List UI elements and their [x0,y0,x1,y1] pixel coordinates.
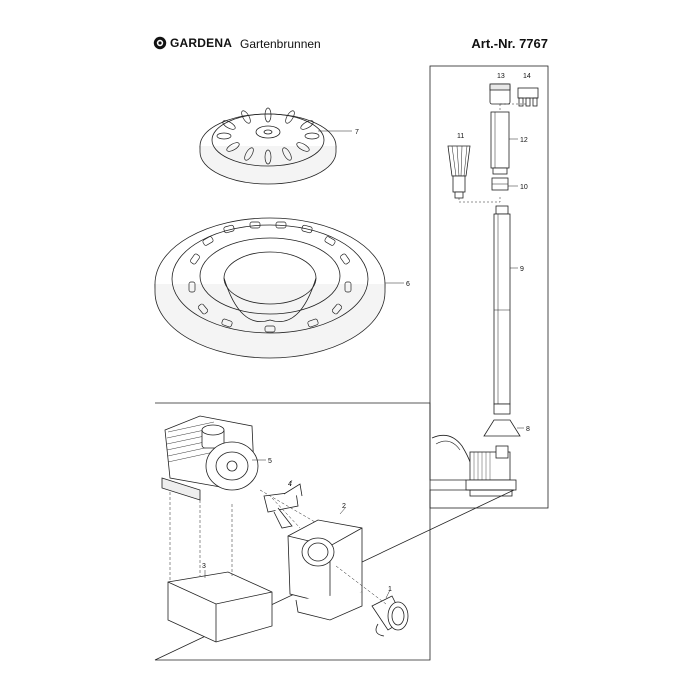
foam-filter [167,571,273,643]
part-label-5: 5 [268,458,272,465]
part-label-9: 9 [520,266,524,273]
brand: GARDENA [153,36,232,50]
part-label-2: 2 [342,503,346,510]
fountain-head [447,145,471,199]
part-label-8: 8 [526,426,530,433]
cone-adapter [483,419,521,437]
part-label-1: 1 [388,586,392,593]
filter-housing [287,519,363,621]
basin-ring [154,217,404,359]
impeller [263,479,303,529]
extension-tube [490,111,510,175]
connector-parts [517,87,539,107]
tube-assembly-frame [429,65,549,509]
coupling [491,177,509,191]
part-label-13: 13 [497,73,505,80]
part-label-4: 4 [288,481,292,488]
riser-tube [493,205,511,415]
product-name: Gartenbrunnen [240,37,321,51]
pump-assembled [431,434,517,497]
part-label-14: 14 [523,73,531,80]
part-label-7: 7 [355,129,359,136]
part-label-3: 3 [202,563,206,570]
part-label-11: 11 [457,133,464,140]
part-label-12: 12 [520,137,528,144]
intake-nozzle [371,595,409,637]
gardena-logo-icon [153,36,167,50]
pump-motor [161,415,259,501]
brand-name: GARDENA [170,36,233,50]
grating-disc [199,107,352,185]
pump-exploded-frame [154,402,515,661]
article-number: Art.-Nr. 7767 [471,36,548,51]
part-label-6: 6 [406,281,410,288]
header: GARDENA Gartenbrunnen Art.-Nr. 7767 [0,0,700,60]
part-label-10: 10 [520,184,528,191]
nozzle-cap [489,83,511,105]
